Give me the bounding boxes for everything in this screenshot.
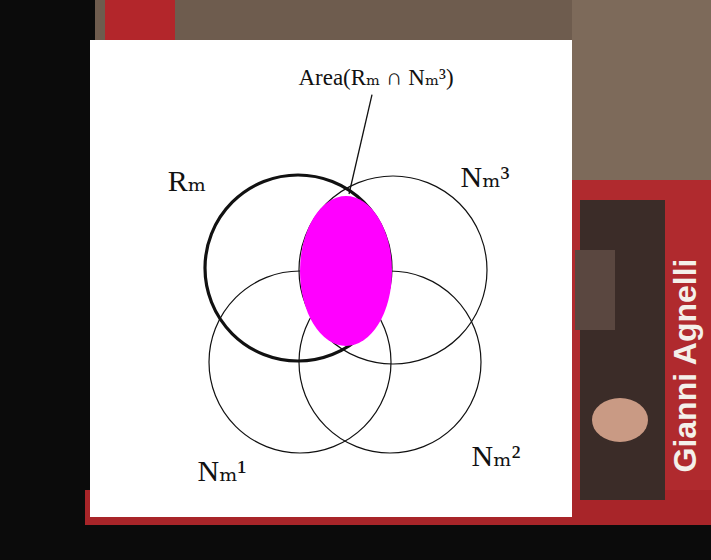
set-label: Rₘ: [168, 164, 206, 197]
area-label: Area(Rₘ ∩ Nₘ³): [298, 65, 453, 90]
magazine-cover: [572, 180, 711, 525]
set-label: Nₘ³: [460, 160, 509, 193]
circle-border: [299, 176, 487, 364]
set-label: Nₘ¹: [197, 454, 246, 487]
set-label: Nₘ²: [471, 439, 520, 472]
cover-title: Gianni Agnelli: [668, 258, 705, 472]
magazine-corner: [105, 0, 175, 45]
intersection-area: [300, 196, 392, 346]
cover-figure: [575, 250, 615, 330]
leader-line: [349, 95, 372, 194]
cover-photo: [580, 200, 665, 500]
photo-face: [572, 0, 711, 185]
circle-border: [205, 175, 391, 361]
hand-shape: [592, 398, 648, 442]
